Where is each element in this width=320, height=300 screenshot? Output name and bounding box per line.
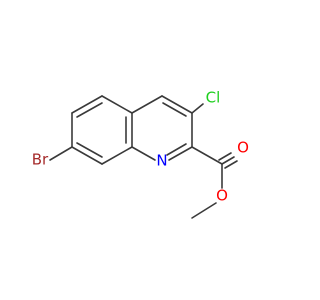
bond-double-inner — [162, 102, 187, 117]
atom-cl: Cl — [206, 89, 221, 107]
bond — [131, 146, 156, 161]
bond — [101, 146, 133, 165]
bond — [71, 95, 103, 114]
molecule-structure: Br N Cl O O — [32, 89, 249, 219]
bond-double-inner — [76, 142, 103, 158]
atom-n: N — [156, 152, 167, 170]
atom-labels: Br N Cl O O — [32, 89, 249, 205]
structure-canvas: Br N Cl O O — [31, 88, 249, 219]
bond — [71, 146, 103, 165]
bond — [191, 103, 204, 114]
bond-double-inner — [166, 143, 187, 156]
bond-double — [218, 152, 232, 161]
bond — [131, 95, 163, 114]
bond — [221, 156, 235, 165]
bond-double-inner — [76, 102, 103, 118]
bond — [168, 146, 193, 161]
atom-o-carbonyl: O — [237, 139, 249, 157]
bonds — [49, 95, 235, 219]
bond — [191, 146, 223, 165]
bond — [161, 95, 193, 114]
atom-o-ether: O — [216, 187, 228, 205]
atom-br: Br — [32, 151, 49, 169]
bond — [49, 146, 73, 161]
bond — [101, 95, 133, 114]
bond-double — [224, 160, 238, 169]
bond — [191, 202, 217, 219]
